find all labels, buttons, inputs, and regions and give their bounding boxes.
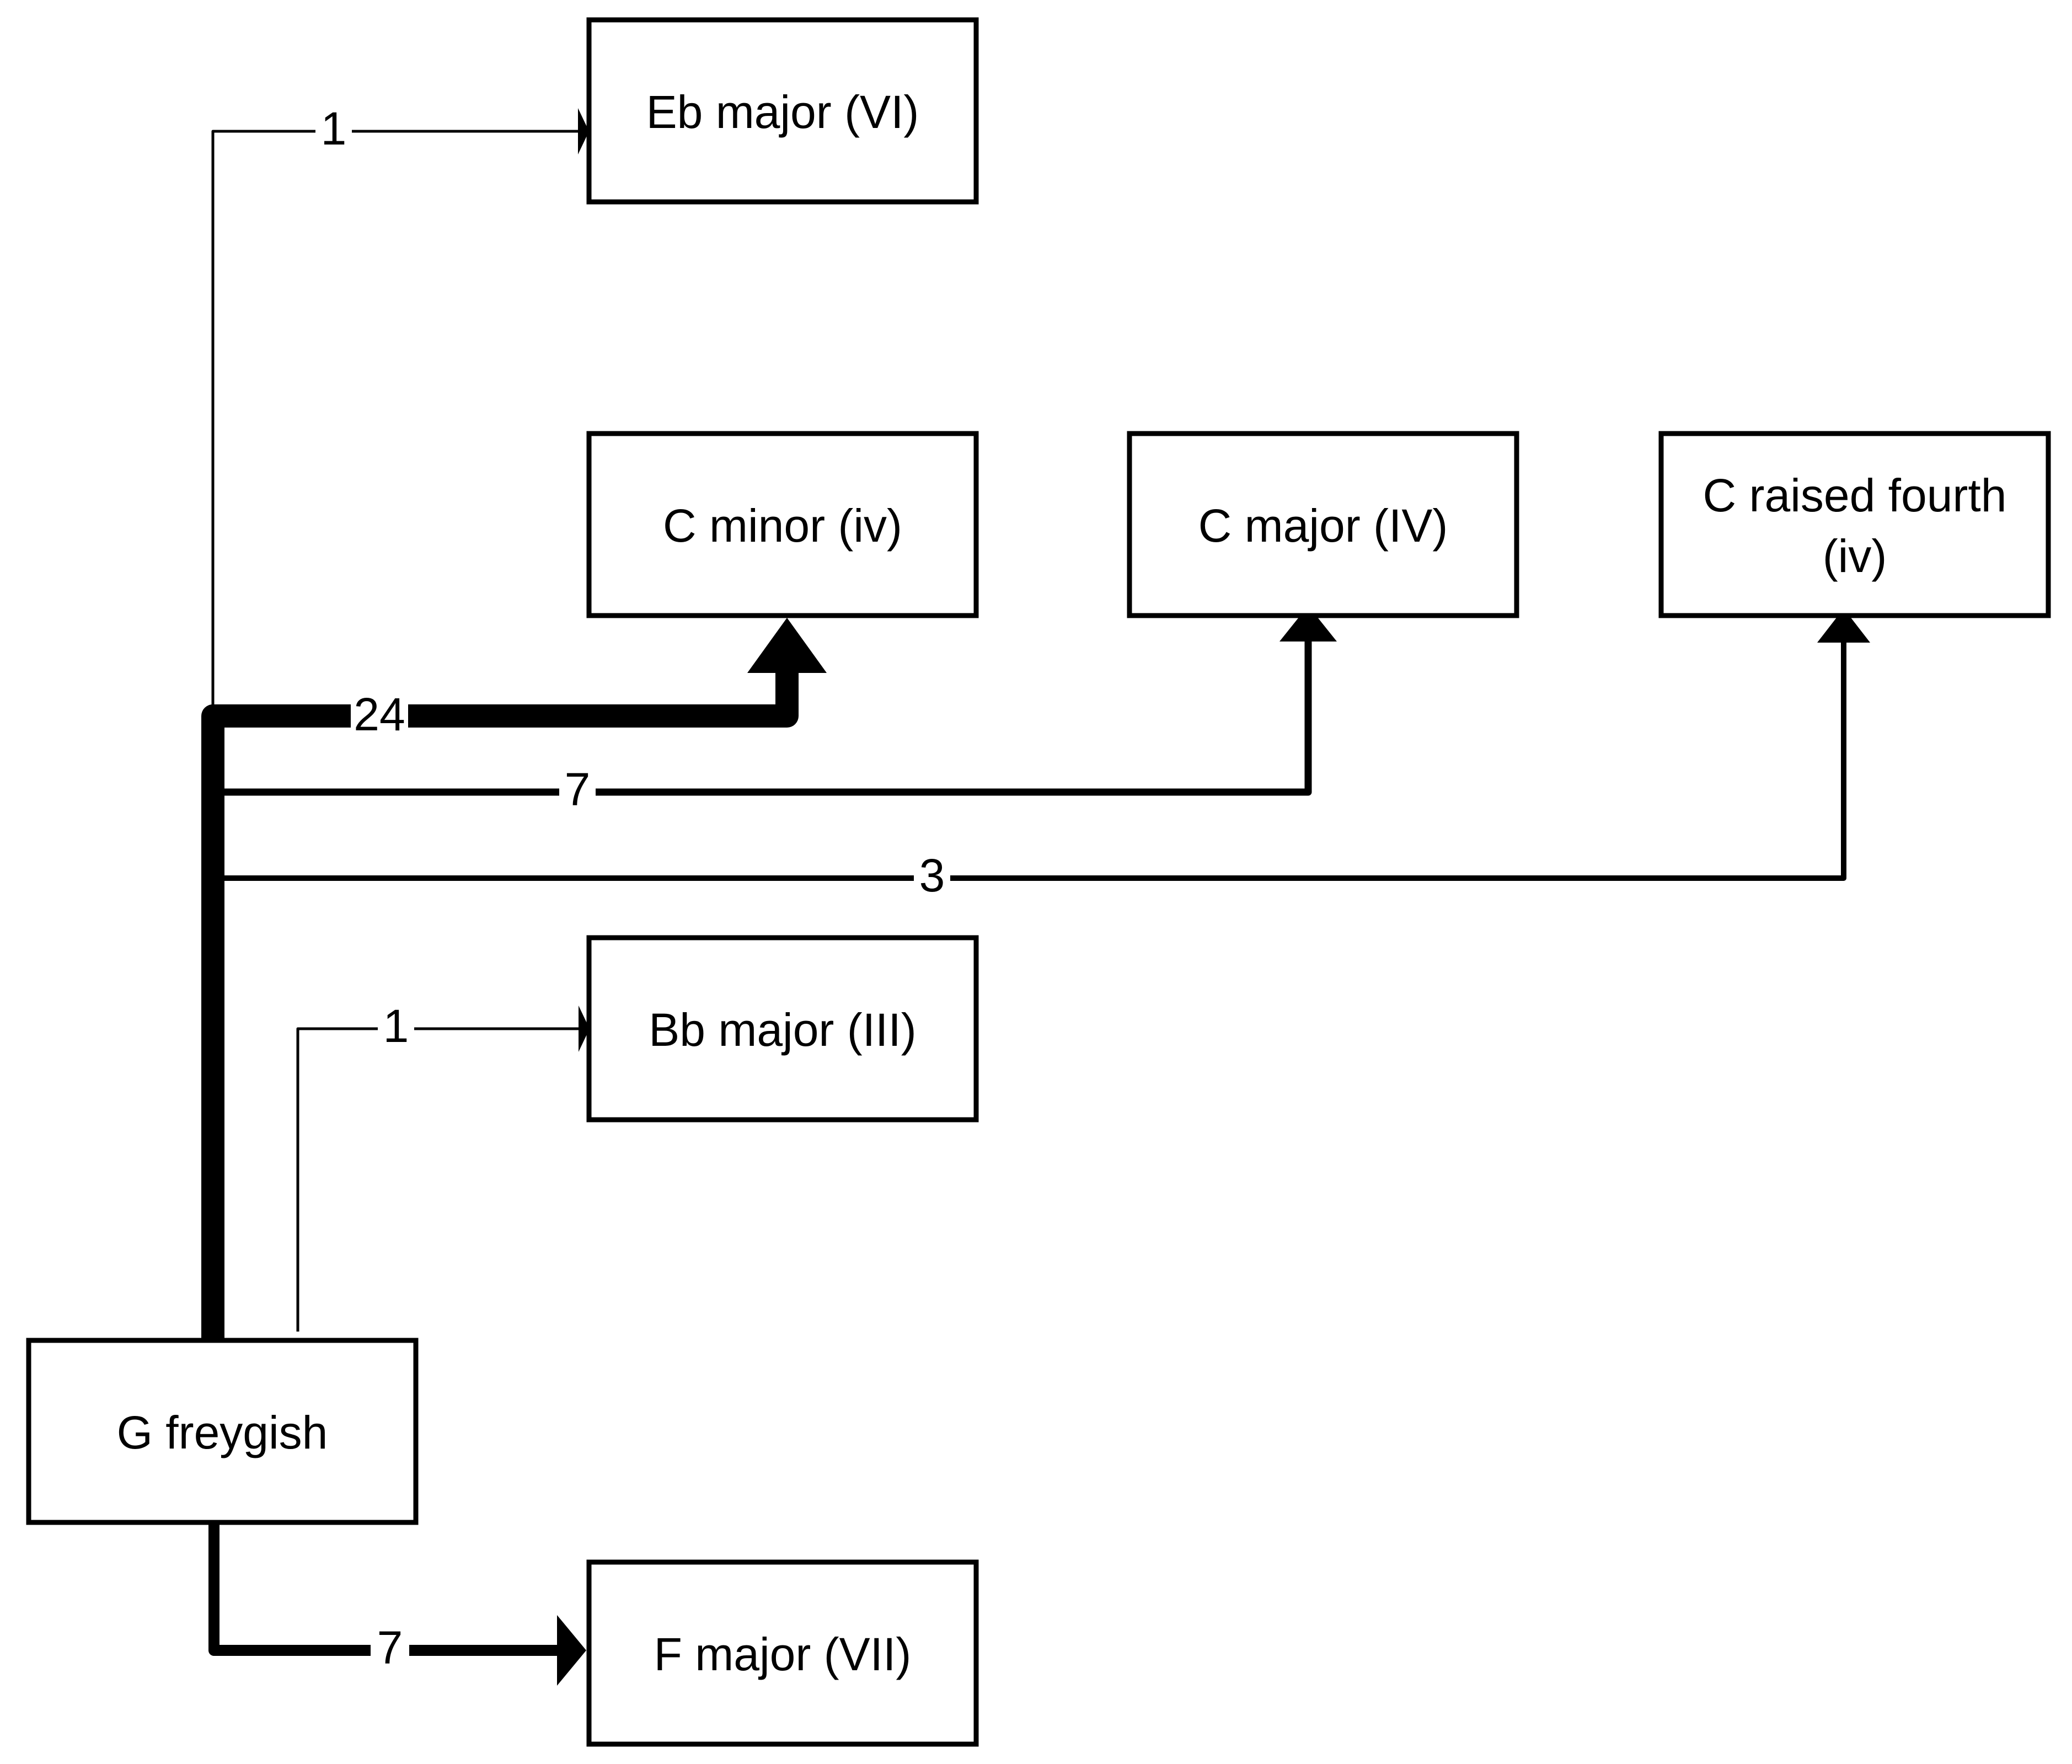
edge-line [211,130,578,712]
node-eb-major[interactable]: Eb major (VI) [586,17,979,205]
edge-line [213,643,1846,881]
edge-weight-f-major: 7 [371,1619,409,1681]
arrowhead-icon [747,618,827,673]
label-backdrop [378,999,414,1059]
node-label: G freygish [117,1407,328,1458]
node-label: Eb major (VI) [646,86,919,138]
node-box [26,1338,419,1525]
node-c-minor[interactable]: C minor (iv) [586,431,979,618]
node-box [1658,431,2051,618]
node-box [586,1559,979,1747]
edge-weight-label: 7 [565,763,591,815]
edge-g-freygish-to-c-raised-fourth[interactable] [213,608,1870,881]
edge-weight-c-raised-fourth: 3 [914,848,950,909]
edge-weight-label: 24 [354,688,405,740]
label-backdrop [914,848,950,909]
arrowhead-icon [557,1615,586,1686]
edge-weight-label: 1 [321,103,347,154]
node-box [586,431,979,618]
node-label-line1: C raised fourth [1703,469,2007,521]
edge-weight-label: 7 [377,1622,403,1674]
edge-weight-bb-major: 1 [378,999,414,1059]
label-backdrop [315,101,352,161]
arrowhead-icon [1279,606,1337,642]
label-backdrop [371,1619,409,1681]
node-label: Bb major (III) [649,1004,916,1056]
edge-weight-label: 1 [383,1000,409,1052]
node-box [586,935,979,1122]
node-c-raised-fourth[interactable]: C raised fourth (iv) [1658,431,2051,618]
node-label: C minor (iv) [663,500,902,552]
node-g-freygish[interactable]: G freygish [26,1338,419,1525]
node-c-major[interactable]: C major (IV) [1127,431,1519,618]
edge-weight-c-minor: 24 [351,686,408,748]
edge-weight-c-major: 7 [559,762,596,823]
node-label: C major (IV) [1198,500,1448,552]
edge-line [201,673,799,1340]
arrowhead-icon [578,108,589,154]
edge-g-freygish-to-bb-major[interactable] [296,1006,590,1332]
edge-g-freygish-to-eb-major[interactable] [211,108,589,712]
node-label-line2: (iv) [1823,530,1887,582]
node-box [1127,431,1519,618]
node-label: F major (VII) [654,1628,912,1680]
node-box [586,17,979,205]
arrowhead-icon [579,1006,590,1052]
node-bb-major[interactable]: Bb major (III) [586,935,979,1122]
edge-weight-eb-major: 1 [315,101,352,161]
node-f-major[interactable]: F major (VII) [586,1559,979,1747]
label-backdrop [559,762,596,823]
edge-line [296,1027,579,1332]
arrowhead-icon [1817,608,1870,643]
edge-weight-label: 3 [919,849,945,901]
label-backdrop [351,686,408,748]
